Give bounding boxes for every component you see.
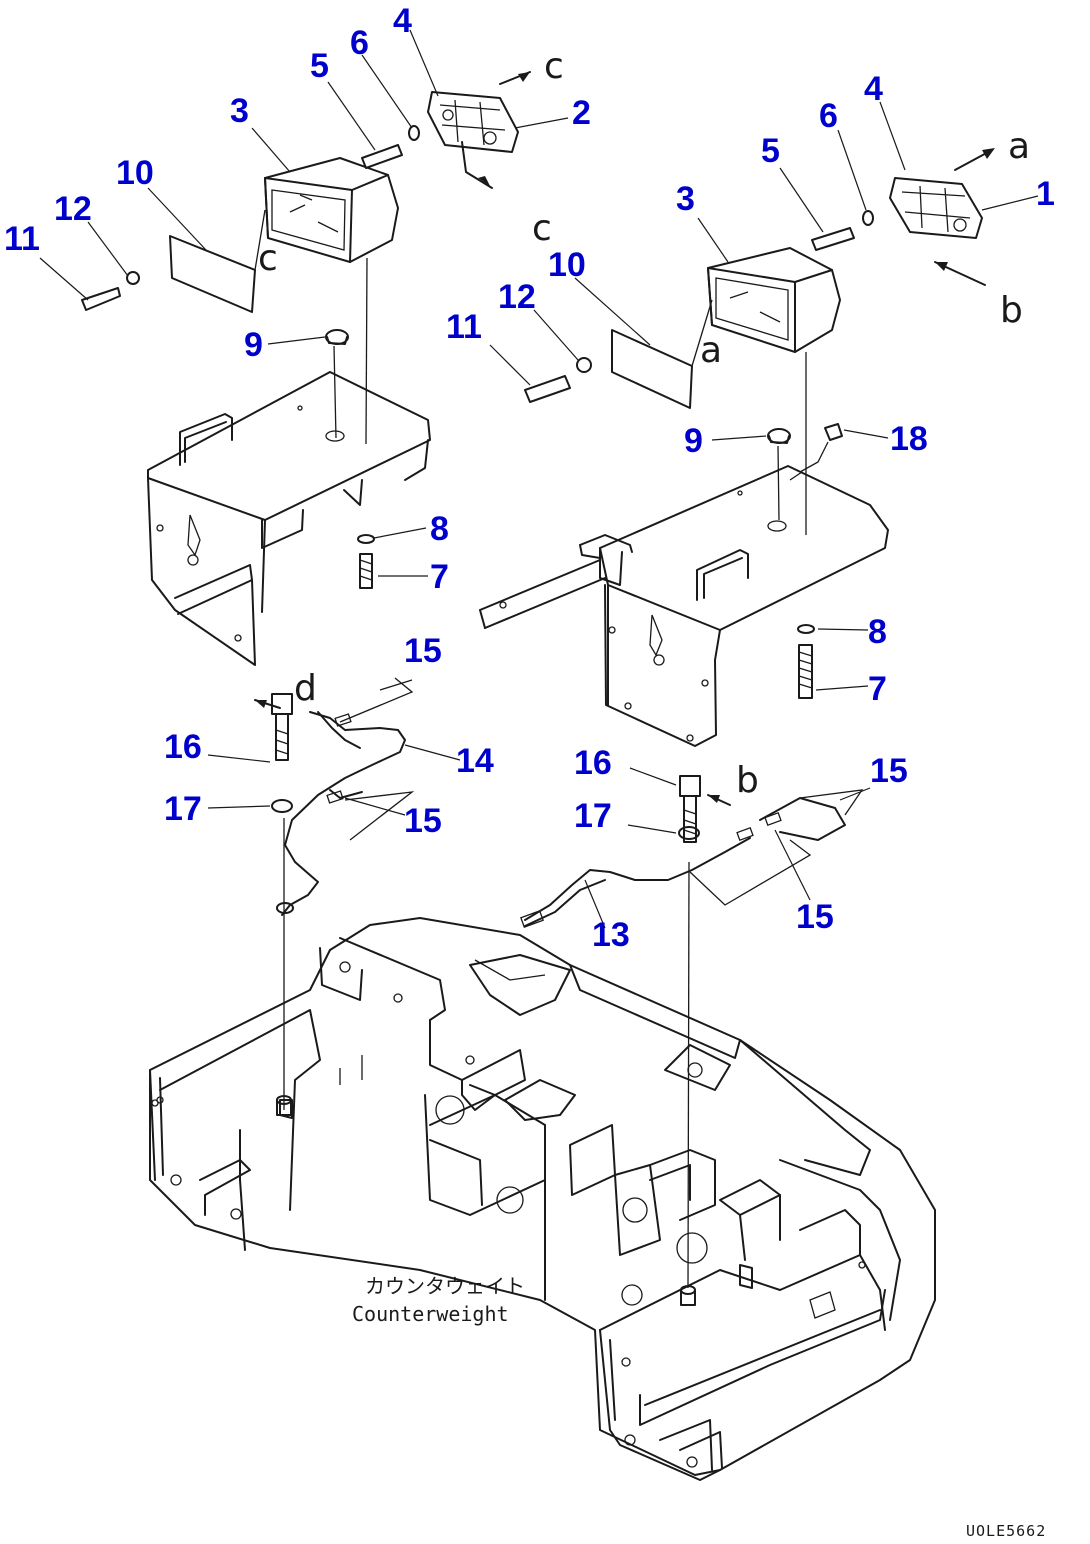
ref-letter-c: c [532,208,552,249]
callout-9: 9 [244,326,263,364]
right-lamp-bracket [479,465,889,747]
callout-10: 10 [548,246,586,284]
callout-15: 15 [870,752,908,790]
drawing-code: UOLE5662 [966,1522,1046,1540]
callout-9: 9 [684,422,703,460]
counterweight-caption-jp: カウンタウェイト [365,1274,525,1298]
callout-17: 17 [574,797,612,835]
callout-12: 12 [498,278,536,316]
ref-letter-b: b [736,760,759,801]
ref-letter-c: c [258,238,278,279]
callout-7: 7 [430,558,449,596]
callout-5: 5 [310,47,329,85]
callout-7: 7 [868,670,887,708]
right-lamp-assembly [524,148,995,535]
ref-letter-a: a [1008,126,1030,167]
callout-6: 6 [350,24,369,62]
callout-13: 13 [592,916,630,954]
callout-8: 8 [868,613,887,651]
callout-3: 3 [676,180,695,218]
ref-letter-d: d [294,668,317,709]
counterweight-body [149,917,936,1481]
callout-14: 14 [456,742,494,780]
left-lamp-bracket [147,371,431,666]
ref-letter-a: a [700,330,722,371]
callout-17: 17 [164,790,202,828]
callout-15: 15 [404,632,442,670]
reference-letters: c c c a a b b d [258,46,1030,801]
callout-15: 15 [796,898,834,936]
callout-16: 16 [574,744,612,782]
callout-1: 1 [1036,175,1055,213]
counterweight-caption-en: Counterweight [352,1302,509,1326]
callout-3: 3 [230,92,249,130]
callout-18: 18 [890,420,928,458]
callout-labels: 1 2 3 3 4 4 5 5 6 6 7 7 8 8 9 9 10 10 11… [4,2,1055,954]
left-lamp-assembly [81,71,531,445]
ref-letter-b: b [1000,290,1023,331]
callout-4: 4 [393,2,412,40]
callout-15: 15 [404,802,442,840]
callout-2: 2 [572,94,591,132]
wiring-harnesses [254,677,864,1289]
callout-4: 4 [864,70,883,108]
callout-16: 16 [164,728,202,766]
callout-10: 10 [116,154,154,192]
ref-letter-c: c [544,46,564,87]
callout-11: 11 [4,220,40,258]
callout-6: 6 [819,97,838,135]
callout-8: 8 [430,510,449,548]
callout-12: 12 [54,190,92,228]
leader-lines [39,29,1039,929]
callout-11: 11 [446,308,482,346]
callout-5: 5 [761,132,780,170]
